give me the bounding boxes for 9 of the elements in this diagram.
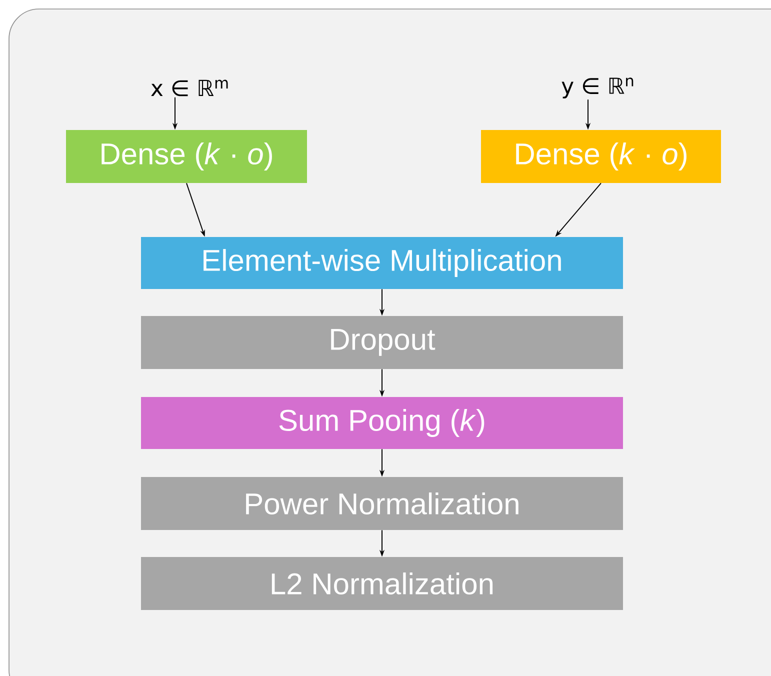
layer-box: Dropout [141,316,623,369]
layer-box: Dense (k · o) [66,130,307,183]
layer-box: Element-wise Multiplication [141,237,623,289]
input-label: y ∈ ℝ$^{n}$ [562,78,634,98]
input-label: x ∈ ℝ$^{m}$ [151,80,228,96]
layer-box: L2 Normalization [141,557,623,610]
layer-box: Sum Pooing (k) [141,397,623,449]
layer-box: Dense (k · o) [481,130,721,183]
layer-box: Power Normalization [141,477,623,530]
